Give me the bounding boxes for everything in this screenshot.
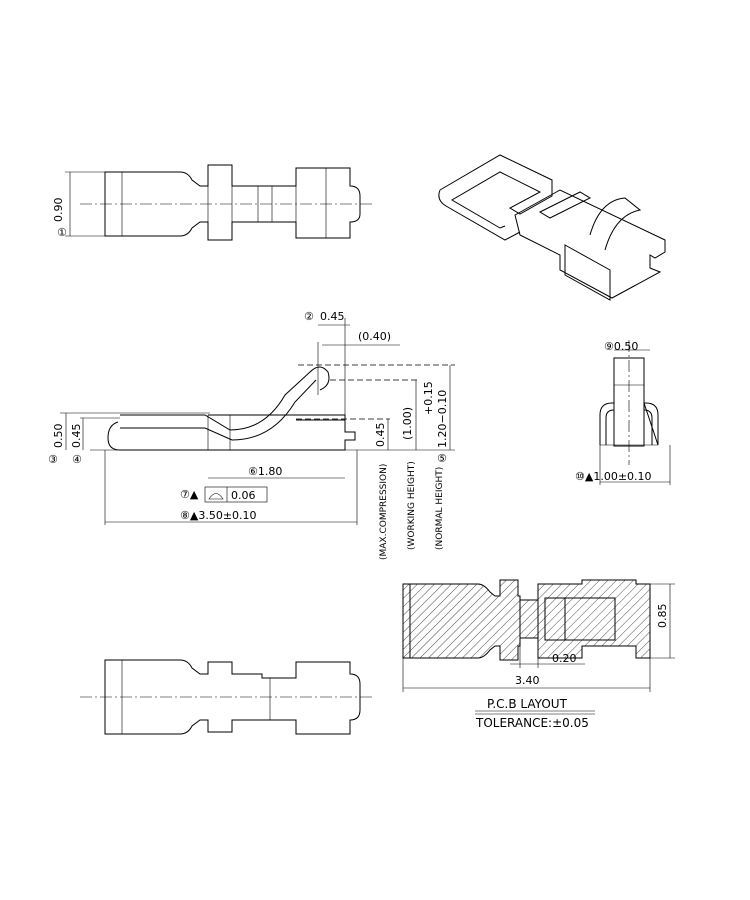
note-5: ⑤ (437, 452, 447, 465)
dim-pcb-total: 3.40 (515, 674, 540, 687)
dim-working-height: (1.00) (401, 407, 414, 440)
label-max-compression: (MAX.COMPRESSION) (379, 464, 389, 560)
dim-normal-height: 1.20−0.10 (436, 390, 449, 448)
dim-pcb-height: 0.85 (656, 604, 669, 629)
dim-tip: 0.45 (320, 310, 345, 323)
bottom-view (80, 659, 375, 735)
dim-left-045: 0.45 (70, 424, 83, 449)
pcb-layout: 0.85 0.20 3.40 P.C.B LAYOUT TOLERANCE:±0… (402, 579, 675, 730)
dim-length: ⑧▲3.50±0.10 (180, 509, 257, 522)
note-4: ④ (72, 453, 82, 466)
label-working-height: (WORKING HEIGHT) (407, 461, 417, 550)
note-1: ① (57, 226, 67, 239)
dim-left-050: 0.50 (52, 424, 65, 449)
dim-tol-plus: +0.15 (422, 381, 435, 415)
dim-max-compression: 0.45 (374, 423, 387, 448)
dim-pcb-gap: 0.20 (552, 652, 577, 665)
end-view: ⑨0.50 ⑩▲1.00±0.10 (575, 340, 671, 485)
side-view: ② 0.45 (0.40) +0.15 1.20−0.10 ⑤ (1.00) 0… (48, 310, 455, 560)
label-normal-height: (NORMAL HEIGHT) (435, 467, 445, 550)
dim-180: ⑥1.80 (248, 465, 282, 478)
flatness-value: 0.06 (231, 489, 256, 502)
pcb-layout-title: P.C.B LAYOUT (487, 697, 568, 711)
note-3: ③ (48, 453, 58, 466)
pcb-tolerance: TOLERANCE:±0.05 (475, 716, 589, 730)
top-view: 0.90 ① (52, 164, 375, 241)
dim-end-bottom: ⑩▲1.00±0.10 (575, 470, 652, 483)
dim-offset: (0.40) (358, 330, 391, 343)
dim-top-width: 0.90 (52, 198, 65, 223)
dim-end-top: ⑨0.50 (604, 340, 638, 353)
isometric-view (438, 154, 666, 301)
note-2: ② (304, 310, 314, 323)
flatness-label: ⑦▲ (180, 488, 199, 501)
